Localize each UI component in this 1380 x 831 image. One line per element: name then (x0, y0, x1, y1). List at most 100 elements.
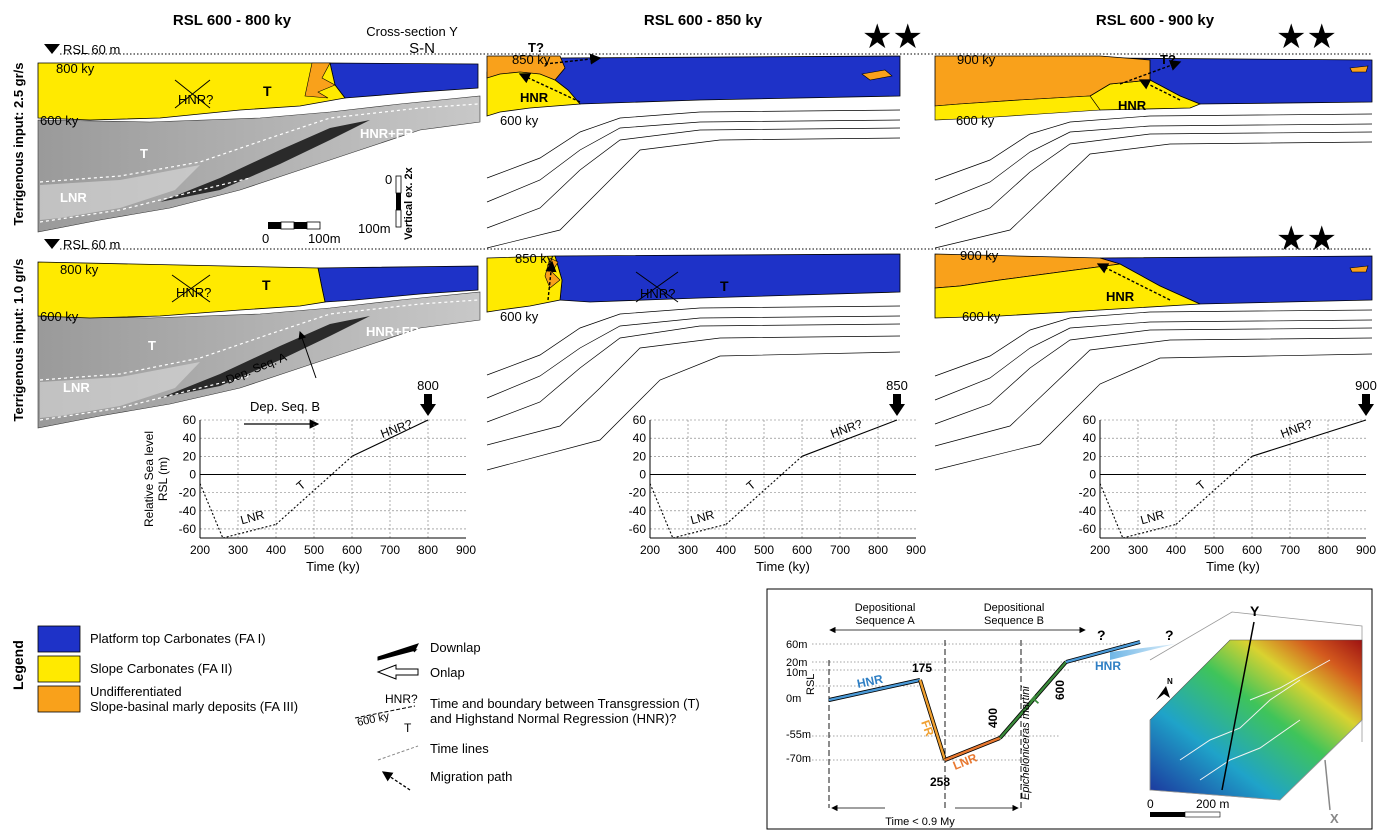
migration-arrow (545, 260, 557, 301)
map-scale-zero: 0 (1147, 797, 1154, 811)
map-box-front (1149, 719, 1363, 801)
label-T-bottom-2: T (720, 278, 729, 294)
orange-sliver (1349, 65, 1369, 73)
label-HNR-top-2: HNR (520, 90, 549, 105)
inset-curve-fr-color (918, 679, 947, 761)
legend-swatch-marly (37, 685, 81, 713)
rsl-curve-segment (222, 523, 277, 539)
label-HNRFR-bottom: HNR+FR (366, 324, 420, 339)
label-HNR-bottom-3: HNR (1106, 289, 1135, 304)
label-850ky-bottom: 850 ky (515, 251, 554, 266)
time-line-white-2 (39, 177, 251, 223)
x-axis-label: Time (ky) (756, 559, 810, 574)
x-tick-label: 500 (1204, 543, 1224, 557)
cross-section-label: Cross-section Y (366, 24, 458, 39)
onlap-symbol (376, 664, 419, 680)
legend-item-marly: Slope-basinal marly deposits (FA III) (90, 699, 298, 714)
x-tick-label: 300 (228, 543, 248, 557)
y-tick-label: -20 (1079, 486, 1097, 500)
platform-blue-top (329, 62, 479, 99)
x-tick-label: 300 (678, 543, 698, 557)
basin-lines (934, 309, 1373, 471)
x-tick-label: 400 (1166, 543, 1186, 557)
time-line-white (39, 299, 479, 381)
label-900ky-top: 900 ky (957, 52, 996, 67)
lnr-light-area (40, 165, 200, 220)
label-850ky-top: 850 ky (512, 52, 551, 67)
row-label-2.5: Terrigenous input: 2.5 gr/s (11, 62, 26, 225)
rsl-curve-segment (275, 455, 353, 525)
y-axis-label: Relative Sea levelRSL (m) (142, 431, 170, 527)
platform-blue (554, 55, 901, 105)
inset-point-175: 175 (912, 661, 932, 675)
boundary-symbol-line (354, 705, 416, 719)
legend-swatch-slope (37, 655, 81, 683)
column-title-850: RSL 600 - 850 ky (644, 12, 763, 29)
rsl-curve-segment (1122, 523, 1177, 539)
inset-hnr-1: HNR (856, 672, 885, 691)
scale-bar-end: 100m (308, 231, 341, 246)
inset-seq-a-1: Depositional (855, 602, 916, 614)
inset-level-55: -55m (786, 729, 811, 741)
label-LNR-bottom: LNR (63, 380, 90, 395)
y-tick-label: -40 (1079, 504, 1097, 518)
label-900ky-bottom: 900 ky (960, 248, 999, 263)
inset-curve-hnr1-color (828, 678, 921, 702)
inset-seq-b-2: Sequence B (984, 615, 1044, 627)
label-Tq-top-3: T? (1160, 52, 1176, 67)
stars-850-top: ★★ (862, 18, 923, 56)
stars-900-bottom: ★★ (1276, 220, 1337, 258)
migration-arrow (1096, 263, 1171, 301)
x-tick-label: 600 (792, 543, 812, 557)
legend-migration: Migration path (430, 769, 512, 784)
legend-hnrq: HNR? (385, 692, 418, 706)
inset-verticals (828, 640, 1022, 808)
label-dep-seq-b: Dep. Seq. B (250, 399, 320, 414)
inset-point-400: 400 (986, 708, 1000, 728)
inset-hnr-2: HNR (1095, 659, 1121, 673)
label-Tq-top-2: T? (528, 40, 544, 55)
rsl-curve-segment (1175, 455, 1253, 525)
slope-yellow (934, 263, 1201, 319)
vertical-exaggeration: Vertical ex. 2x (403, 166, 415, 240)
end-marker-label: 900 (1355, 378, 1377, 393)
inset-q2: ? (1165, 627, 1174, 643)
x-tick-label: 200 (640, 543, 660, 557)
y-tick-label: 40 (183, 431, 197, 445)
label-HNR-top-3: HNR (1118, 98, 1147, 113)
x-axis-label: Time (ky) (306, 559, 360, 574)
x-tick-label: 900 (906, 543, 926, 557)
x-tick-label: 900 (456, 543, 476, 557)
inset-3d-map (1149, 611, 1363, 811)
rsl-marker-bottom: RSL 60 m (63, 237, 120, 252)
label-800ky-bottom: 800 ky (60, 262, 99, 277)
rsl-curve-segment (199, 483, 224, 539)
x-tick-label: 700 (380, 543, 400, 557)
rsl-curve-segment (801, 419, 898, 457)
section-850-top (486, 53, 901, 249)
legend-time-lines: Time lines (430, 741, 489, 756)
y-tick-label: -40 (179, 504, 197, 518)
legend-boundary-1: Time and boundary between Transgression … (430, 696, 700, 711)
y-tick-label: 0 (639, 467, 646, 481)
legend-onlap: Onlap (430, 665, 465, 680)
x-tick-label: 300 (1128, 543, 1148, 557)
basin-lines (934, 113, 1373, 249)
x-tick-label: 200 (190, 543, 210, 557)
slope-yellow (486, 255, 563, 313)
x-tick-label: 200 (1090, 543, 1110, 557)
x-tick-label: 600 (342, 543, 362, 557)
time-line-white (39, 103, 479, 183)
inset-fr: FR (918, 718, 937, 738)
inset-level-60: 60m (786, 639, 807, 651)
orange-wedge (304, 62, 336, 99)
slope-dark-band (160, 316, 370, 398)
inset-time-label: Time < 0.9 My (885, 816, 955, 828)
cross-out-b (171, 274, 211, 303)
curve-label-lnr: LNR (1139, 507, 1166, 527)
inset-point-258: 258 (930, 775, 950, 789)
rsl-curve-segment (649, 483, 674, 539)
label-600ky-bottom-1: 600 ky (40, 309, 79, 324)
map-n-label: N (1167, 677, 1173, 686)
